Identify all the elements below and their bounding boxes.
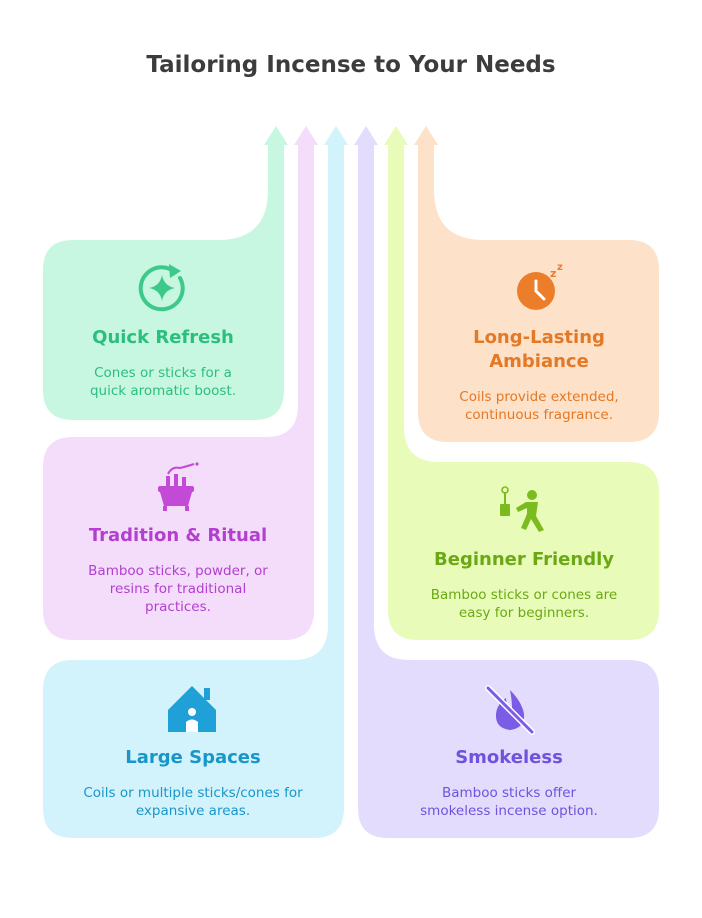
card-beginner-friendly: Beginner Friendly Bamboo sticks or cones… [404,548,644,622]
large-spaces-ribbon [43,145,344,838]
card-title: Smokeless [455,747,563,768]
svg-text:z: z [550,267,556,280]
card-description: Cones or sticks for a quick aromatic boo… [89,365,237,399]
card-smokeless: Smokeless Bamboo sticks offer smokeless … [374,746,644,820]
house-icon [168,686,216,732]
card-quick-refresh: Quick Refresh Cones or sticks for a quic… [58,326,268,400]
card-title: Long-Lasting Ambiance [473,327,605,372]
card-description: Bamboo sticks offer smokeless incense op… [420,785,598,819]
beginner-friendly-arrowhead [384,126,408,145]
smokeless-arrowhead [354,126,378,145]
card-description: Coils provide extended, continuous fragr… [459,389,619,423]
card-description: Coils or multiple sticks/cones for expan… [83,785,303,819]
sleep-clock-icon: z z [517,262,563,310]
no-smoke-icon [485,685,535,735]
page-title: Tailoring Incense to Your Needs [146,52,556,78]
long-lasting-arrowhead [414,126,438,145]
quick-refresh-arrowhead [264,126,288,145]
card-description: Bamboo sticks or cones are easy for begi… [430,587,618,621]
card-large-spaces: Large Spaces Coils or multiple sticks/co… [58,746,328,820]
ritual-bath-icon [158,462,199,511]
beginner-friendly-ribbon [388,145,659,640]
refresh-sparkle-icon [138,264,185,312]
card-title: Quick Refresh [92,327,234,348]
tradition-ritual-ribbon [43,145,314,640]
person-incense-icon [500,486,544,532]
card-tradition-ritual: Tradition & Ritual Bamboo sticks, powder… [58,524,298,616]
card-long-lasting-ambiance: Long-Lasting Ambiance Coils provide exte… [434,326,644,424]
card-description: Bamboo sticks, powder, or resins for tra… [88,563,268,615]
card-title: Tradition & Ritual [88,525,268,546]
smokeless-ribbon [358,145,659,838]
svg-text:z: z [557,262,563,273]
large-spaces-arrowhead [324,126,348,145]
card-title: Large Spaces [125,747,261,768]
card-title: Beginner Friendly [434,549,614,570]
tradition-ritual-arrowhead [294,126,318,145]
